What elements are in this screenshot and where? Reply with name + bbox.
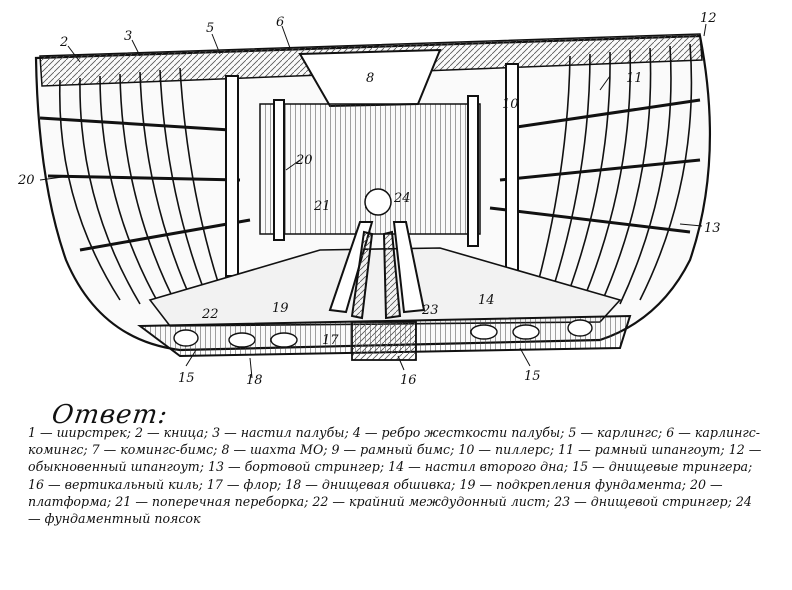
callout-24: 24 [393, 191, 411, 206]
legend-item: 17 — флор; [206, 476, 282, 492]
legend-item: 20 — платформа; [28, 476, 723, 509]
legend-item: 23 — днищевой стрингер; [554, 493, 732, 509]
callout-11: 11 [626, 71, 643, 86]
legend-item: 6 — карлингс-комингс; [28, 425, 761, 458]
callout-15a: 15 [178, 371, 195, 386]
legend-item: 18 — днищевая обшивка; [285, 476, 456, 492]
callout-14: 14 [478, 293, 495, 308]
callout-10: 10 [502, 97, 519, 112]
vertical-keel [351, 321, 417, 361]
callout-16: 16 [400, 373, 417, 388]
legend-item: 11 — рамный шпангоут; [558, 442, 725, 458]
callout-19: 19 [272, 301, 289, 316]
legend-item: 10 — пиллерс; [458, 442, 555, 458]
callout-20a: 20 [17, 173, 35, 188]
callout-18: 18 [246, 373, 263, 388]
callout-2: 2 [59, 35, 68, 50]
callout-labels: 2 3 5 6 12 8 11 10 20 20 21 24 13 22 19 … [17, 11, 721, 388]
legend-item: 14 — настил второго дна; [388, 459, 569, 475]
legend-item: 1 — ширстрек; [28, 425, 131, 440]
legend-item: 21 — поперечная переборка; [115, 493, 309, 509]
legend-item: 15 — днищевые трингера; [572, 459, 753, 475]
legend-item: 19 — подкрепления фундамента; [459, 476, 686, 492]
transverse-bulkhead [259, 103, 481, 235]
callout-15b: 15 [524, 369, 541, 384]
legend-item: 8 — шахта МО; [221, 442, 328, 458]
callout-20b: 20 [295, 153, 313, 168]
callout-21: 21 [313, 199, 331, 214]
side-stringers [39, 98, 701, 252]
callout-13: 13 [704, 221, 721, 236]
callout-12: 12 [700, 11, 717, 26]
legend-item: 16 — вертикальный киль; [28, 476, 203, 492]
legend-item: 3 — настил палубы; [212, 425, 349, 440]
legend-item: 4 — ребро жесткости палубы; [352, 425, 565, 440]
legend-item: 5 — карлингс; [568, 425, 663, 440]
answer-legend: 1 — ширстрек; 2 — кница; 3 — настил палу… [28, 424, 768, 527]
lightening-holes [173, 319, 593, 348]
legend-item: 9 — рамный бимс; [331, 442, 455, 458]
legend-item: 2 — кница; [135, 425, 209, 440]
bulkhead-opening [364, 188, 392, 216]
callout-8: 8 [366, 71, 374, 86]
callout-17: 17 [322, 333, 339, 348]
callout-3: 3 [124, 29, 132, 44]
legend-item: 24 — фундаментный поясок [28, 493, 752, 527]
callout-23: 23 [421, 303, 439, 318]
legend-item: 13 — бортовой стрингер; [207, 459, 385, 475]
leader-lines [39, 23, 707, 379]
callout-6: 6 [276, 15, 284, 30]
hull-cross-section-diagram: 2 3 5 6 12 8 11 10 20 20 21 24 13 22 19 … [17, 11, 721, 388]
legend-item: 7 — комингс-бимс; [91, 442, 218, 458]
legend-item: 12 — обыкновенный шпангоут; [28, 442, 762, 475]
callout-22: 22 [201, 307, 219, 322]
legend-item: 22 — крайний междудонный лист; [312, 493, 551, 509]
callout-5: 5 [206, 21, 214, 36]
left-side-frames [58, 67, 229, 313]
engine-foundations [328, 221, 426, 320]
